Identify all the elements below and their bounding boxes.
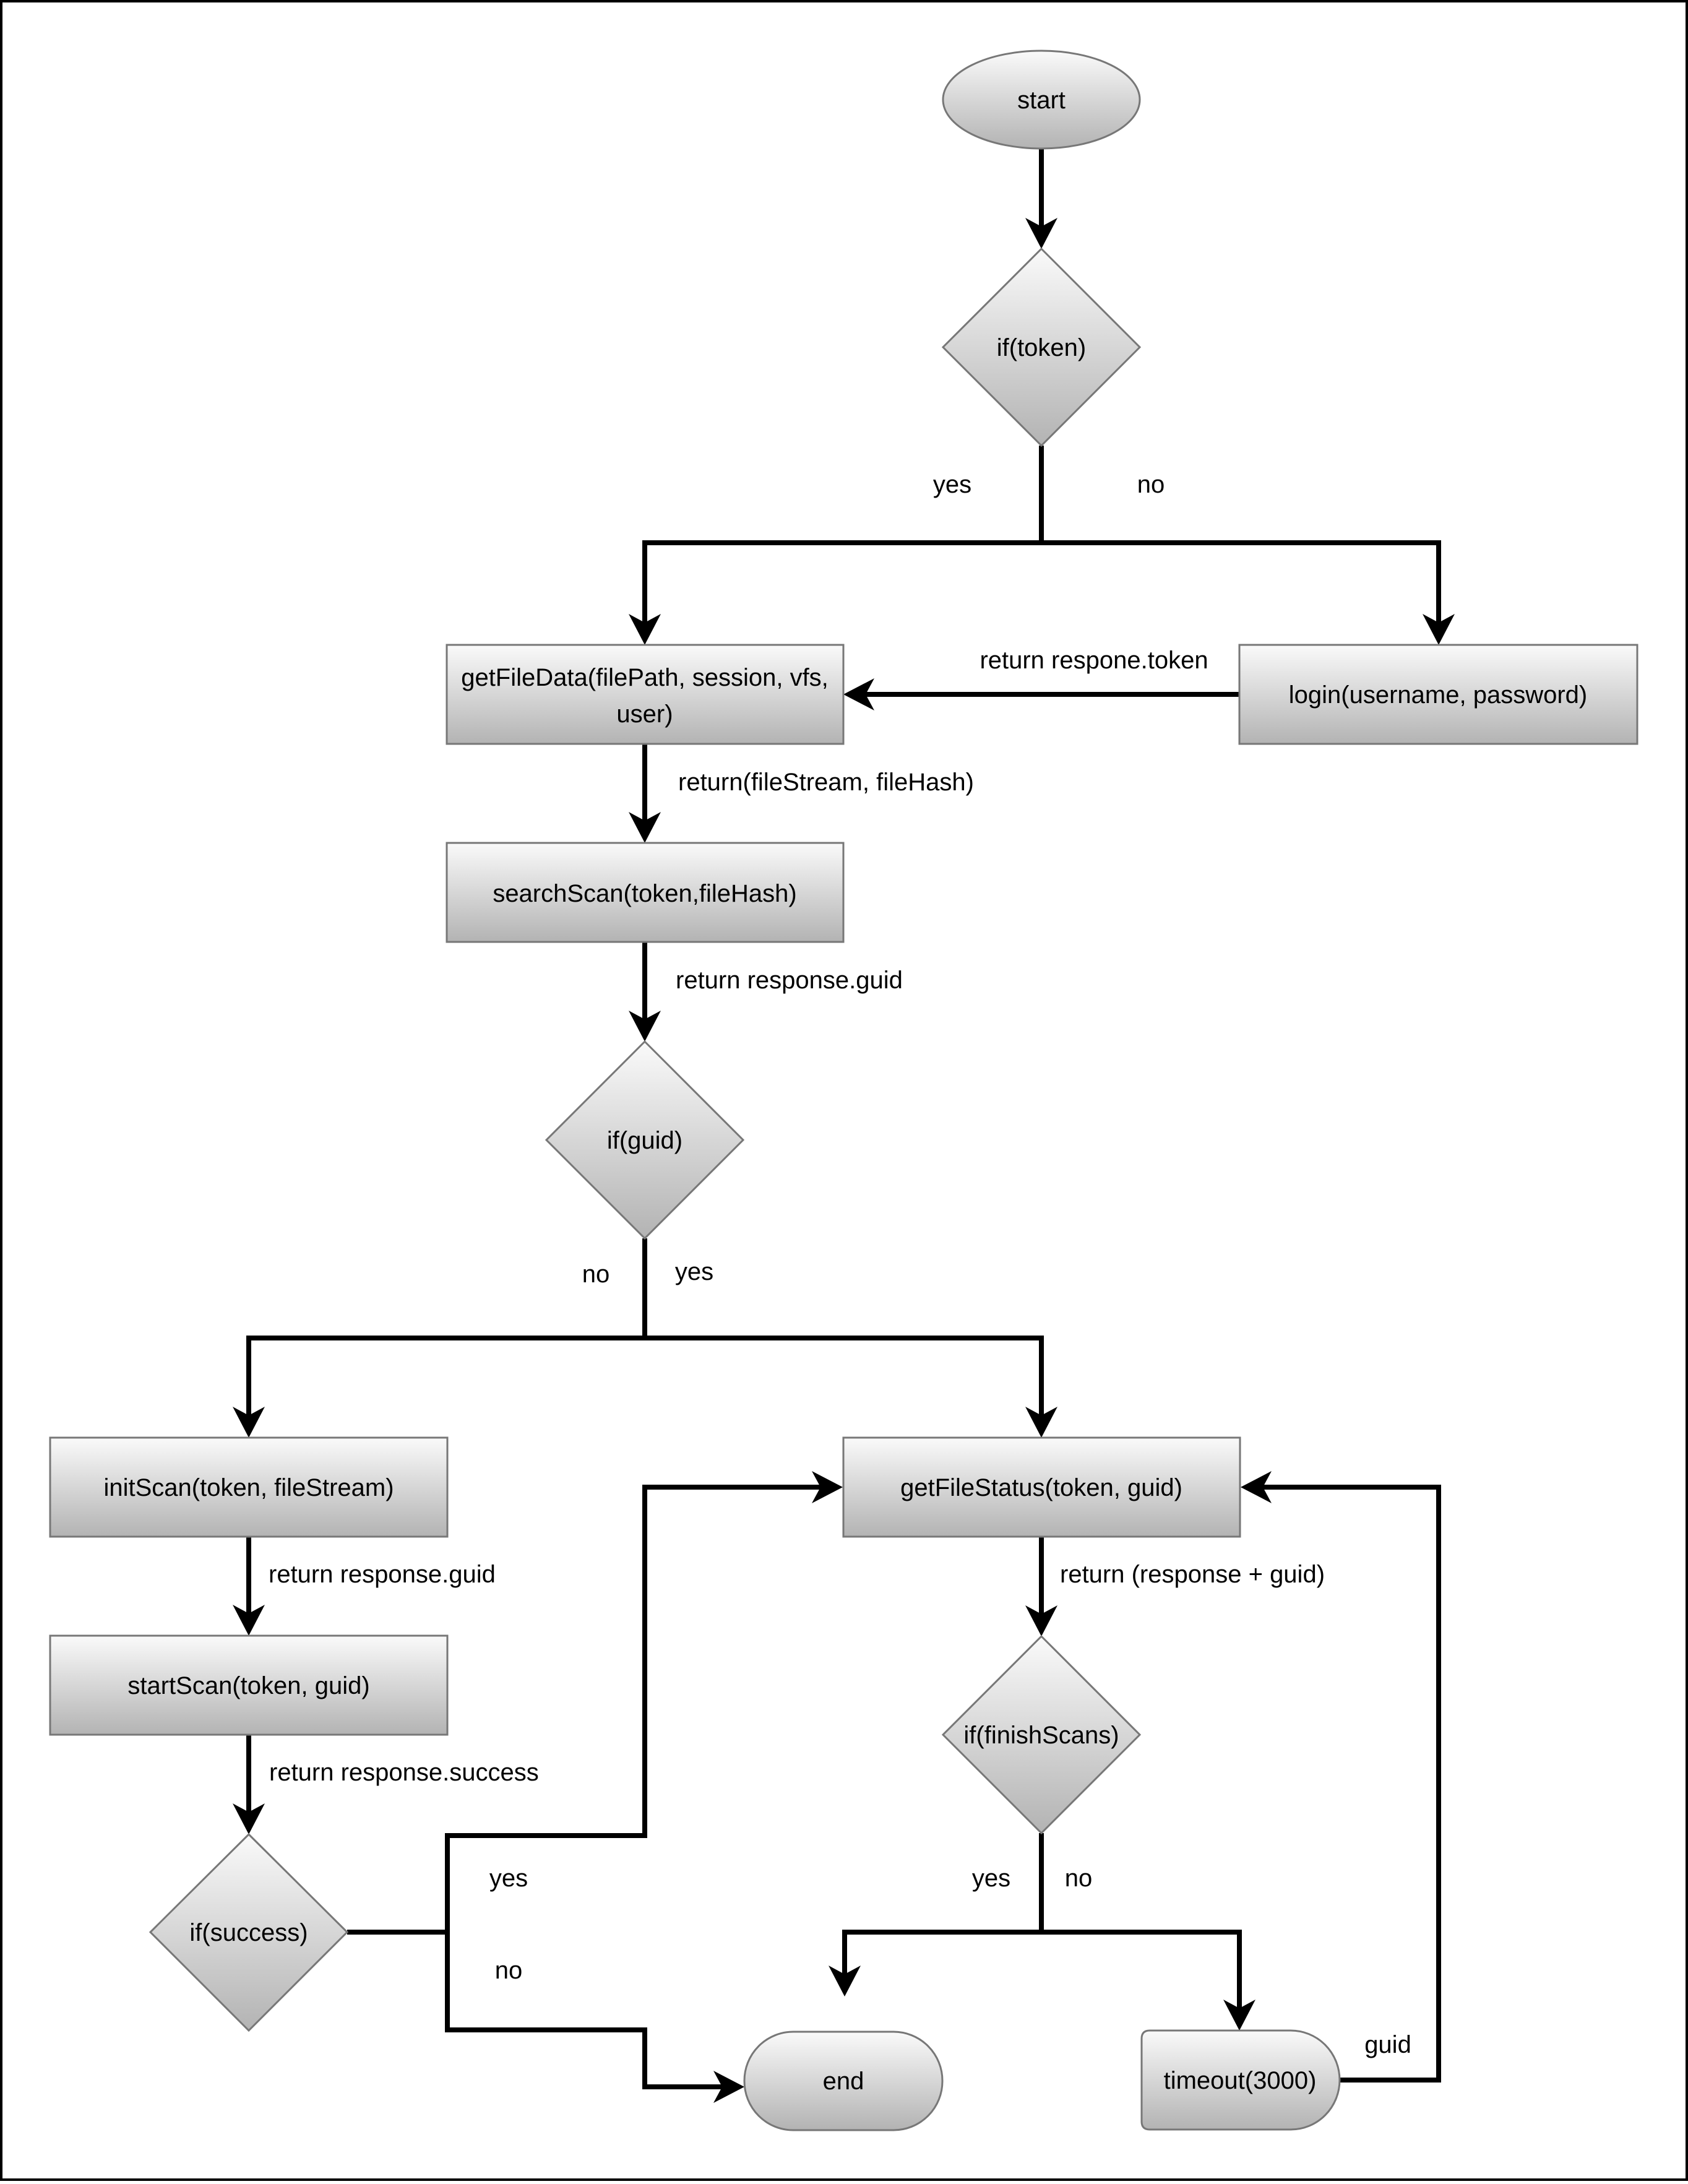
node-if-finish-scans: if(finishScans) [941,1634,1142,1835]
edge-token-yes [642,540,1041,632]
timeout-label: timeout(3000) [1164,2067,1317,2094]
node-init-scan: initScan(token, fileStream) [49,1436,449,1538]
guid-no-label: no [582,1261,610,1288]
node-if-token: if(token) [941,247,1142,447]
get-file-status-box [842,1436,1241,1538]
arrowhead [233,1605,265,1636]
token-no-label: no [1137,471,1165,498]
edge-success-no [445,1932,732,2089]
arrowhead [1025,218,1057,249]
return-file-stream-hash-label: return(fileStream, fileHash) [678,769,974,796]
return-token-label: return respone.token [980,647,1208,674]
if-guid-label: if(guid) [607,1127,683,1154]
get-file-data-label-line2: user) [616,701,673,728]
login-label: login(username, password) [1289,681,1587,709]
start-scan-label: startScan(token, guid) [127,1672,369,1699]
guid-yes-label: yes [675,1258,713,1285]
success-no-label: no [495,1957,523,1984]
edge-guid-no [246,1336,645,1425]
if-token-label: if(token) [997,334,1087,361]
edge-labels: yes no return respone.token return(fileS… [269,471,1411,2058]
timeout-delay-shape [1140,2029,1341,2131]
init-scan-label: initScan(token, fileStream) [103,1474,394,1501]
return-success-label: return response.success [269,1759,539,1786]
start-ellipse [942,50,1141,150]
node-search-scan: searchScan(token,fileHash) [446,842,845,943]
if-token-diamond [941,247,1142,447]
finish-no-label: no [1065,1865,1093,1892]
search-scan-box [446,842,845,943]
return-guid-search-label: return response.guid [676,967,903,994]
node-get-file-status: getFileStatus(token, guid) [842,1436,1241,1538]
finish-yes-label: yes [972,1865,1010,1892]
if-finish-scans-label: if(finishScans) [963,1722,1119,1749]
edge-finish-no [1041,1930,1242,2018]
arrowhead [629,614,661,645]
get-file-data-label-line1: getFileData(filePath, session, vfs, [461,664,829,691]
node-login: login(username, password) [1238,644,1638,745]
end-label: end [823,2068,864,2095]
arrowhead [233,1407,265,1438]
edges [233,149,1455,2103]
arrowhead [629,812,661,843]
edge-guid-yes [645,1336,1044,1425]
end-terminator [743,2031,944,2131]
node-if-guid: if(guid) [545,1040,745,1240]
arrowhead [829,1966,861,1996]
get-file-status-label: getFileStatus(token, guid) [900,1474,1182,1501]
start-label: start [1017,87,1066,114]
node-get-file-data: getFileData(filePath, session, vfs, user… [446,644,845,745]
arrowhead [1025,1605,1057,1636]
node-end: end [743,2031,944,2131]
arrowhead [1241,1471,1272,1503]
if-finish-scans-diamond [941,1634,1142,1835]
login-box [1238,644,1638,745]
node-start-scan: startScan(token, guid) [49,1634,449,1736]
get-file-data-box [446,644,845,745]
success-yes-label: yes [489,1865,528,1892]
arrowhead [713,2071,744,2103]
timeout-guid-label: guid [1364,2031,1411,2058]
node-start: start [942,50,1141,150]
arrowhead [1423,614,1455,645]
edge-token-no [1041,540,1441,632]
if-success-diamond [149,1832,349,2032]
arrowhead [1025,1407,1057,1438]
if-guid-diamond [545,1040,745,1240]
token-yes-label: yes [933,471,971,498]
init-scan-box [49,1436,449,1538]
search-scan-label: searchScan(token,fileHash) [493,880,796,907]
edge-timeout-to-get-file-status [1253,1485,1441,2083]
edge-success-yes [347,1485,830,1935]
start-scan-box [49,1634,449,1736]
arrowhead [629,1011,661,1042]
arrowhead [233,1803,265,1834]
return-guid-init-label: return response.guid [269,1561,496,1588]
arrowhead [812,1471,843,1503]
return-response-guid-label: return (response + guid) [1060,1561,1325,1588]
arrowhead [1223,2000,1255,2031]
node-if-success: if(success) [149,1832,349,2032]
arrowhead [843,678,874,710]
node-timeout: timeout(3000) [1140,2029,1341,2131]
if-success-label: if(success) [189,1919,308,1946]
edge-finish-yes [842,1930,1041,1984]
